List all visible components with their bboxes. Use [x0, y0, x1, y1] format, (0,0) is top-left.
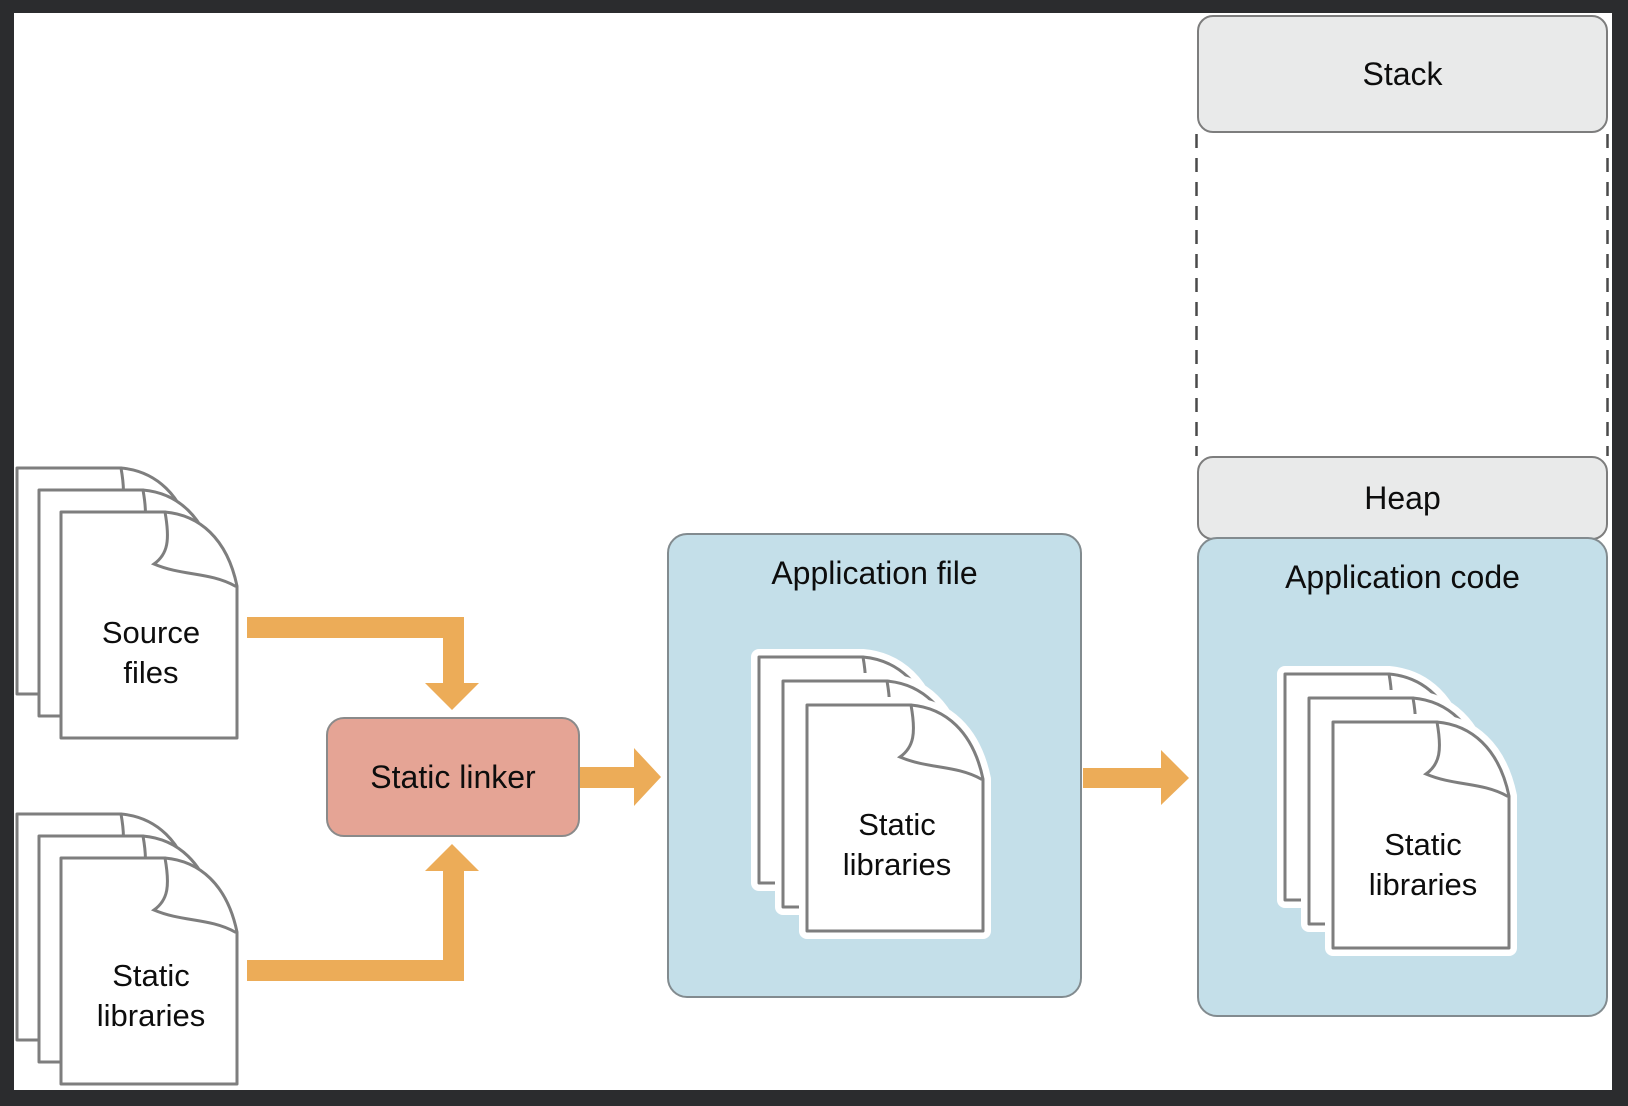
connectors-layer: [247, 134, 1609, 981]
stack-label: Stack: [1362, 55, 1443, 92]
application-file-contents-label: Static libraries: [842, 807, 952, 882]
arrow-linker-to-application-file-icon: [580, 748, 661, 806]
application-file-title: Application file: [771, 555, 978, 591]
diagram-canvas: Stack Heap Application code Application …: [14, 13, 1612, 1090]
static-linker-label: Static linker: [370, 758, 536, 795]
application-code-contents-label: Static libraries: [1368, 827, 1478, 902]
arrow-static-libraries-to-linker-icon: [247, 844, 479, 981]
source-files-label: Source files: [101, 615, 201, 690]
arrow-source-files-to-linker-icon: [247, 617, 479, 710]
application-code-contents-stack-icon: [1277, 666, 1517, 956]
application-code-box: Application code: [1197, 537, 1608, 1017]
application-file-contents-stack-icon: [751, 649, 991, 939]
stack-box: Stack: [1197, 15, 1608, 133]
static-libraries-label: Static libraries: [96, 958, 206, 1033]
heap-box: Heap: [1197, 456, 1608, 540]
static-libraries-stack-icon: [15, 812, 239, 1086]
heap-label: Heap: [1364, 479, 1441, 516]
source-files-stack-icon: [15, 466, 239, 740]
arrow-application-file-to-memory-icon: [1083, 750, 1189, 805]
application-code-title: Application code: [1285, 559, 1520, 595]
static-linker-box: Static linker: [326, 717, 580, 837]
